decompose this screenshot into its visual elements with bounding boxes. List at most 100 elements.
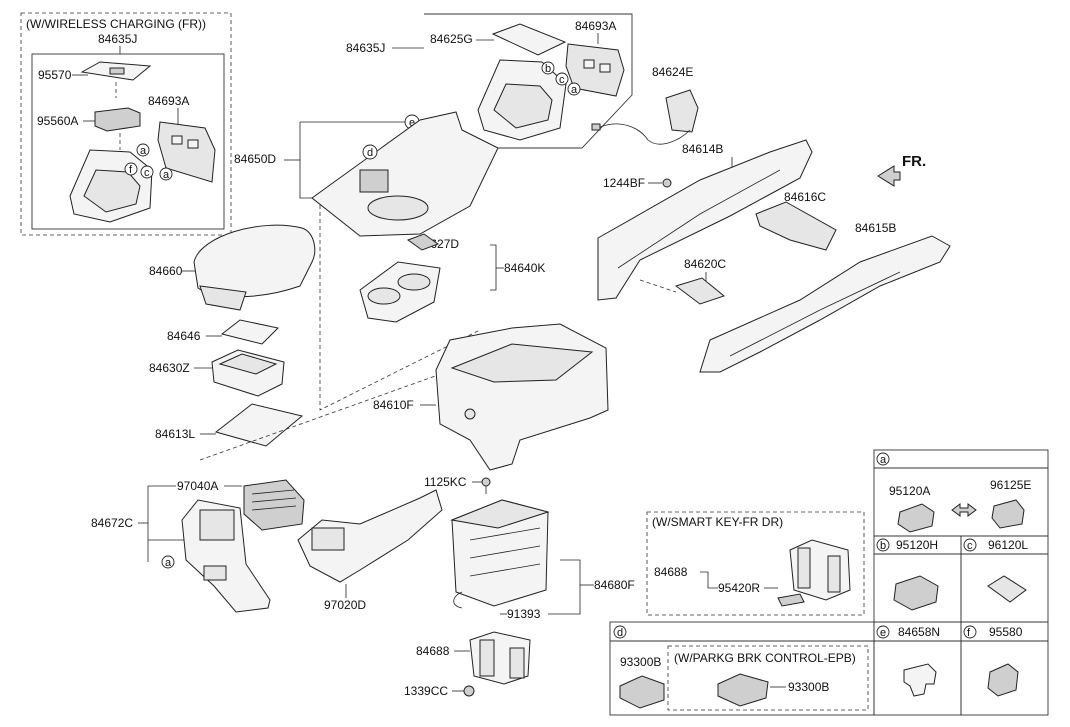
label-95120A: 95120A [889, 484, 930, 498]
label-96125E: 96125E [990, 478, 1031, 492]
armrest-guide-2 [199, 359, 481, 461]
part-97020D-duct [297, 489, 443, 583]
interchange-arrow-icon [951, 503, 977, 517]
cupholder-left [367, 287, 401, 305]
bubble-d-1-label: d [367, 147, 373, 159]
bubble-e-table [876, 625, 890, 639]
bubble-c-2-label: c [559, 74, 565, 86]
label-95560A: 95560A [37, 114, 78, 128]
bubble-f-table [963, 625, 977, 639]
bracket-lower-leg-1 [479, 639, 495, 677]
front-arrow-icon [877, 165, 901, 187]
pad-logo [109, 67, 125, 75]
side-panel-rib [617, 169, 781, 269]
housing-tray [83, 169, 141, 213]
label-95580: 95580 [989, 625, 1023, 639]
part-95120H-socket [893, 575, 939, 611]
bubble-a-3 [567, 82, 581, 96]
vent-louver-1 [251, 489, 295, 495]
label-97020D: 97020D [324, 598, 366, 612]
console-body-top [450, 343, 594, 383]
smart-key-group-border [646, 511, 865, 616]
bubble-a-4 [161, 555, 175, 569]
parking-brake-group-title: (W/PARKG BRK CONTROL-EPB) [674, 651, 856, 665]
harness-plug [591, 123, 601, 131]
part-95560A-module [94, 107, 141, 132]
label-95420R: 95420R [718, 581, 760, 595]
part-84625G-pad [491, 23, 567, 56]
label-84620C: 84620C [684, 257, 726, 271]
label-84693A-wireless: 84693A [148, 94, 189, 108]
smartkey-bracket-leg-2 [827, 555, 841, 593]
part-96120L-switch [987, 575, 1027, 603]
armrest-hinge [199, 285, 247, 311]
part-97040A-vent [243, 479, 305, 531]
leader-84688-smartkey [700, 571, 718, 589]
top-bracket-slot-2 [599, 63, 611, 73]
bubble-f-table-label: f [967, 627, 971, 639]
duct-outlet [311, 527, 345, 551]
part-84615B-side-panel [699, 235, 951, 373]
label-84625G: 84625G [430, 32, 473, 46]
bubble-b-table [876, 538, 890, 552]
bubble-a-2-label: a [163, 169, 170, 181]
part-84614B-side-panel [597, 139, 813, 301]
top-group-border [424, 13, 633, 149]
label-84672C: 84672C [91, 516, 133, 530]
bubble-c-1-label: c [144, 167, 150, 179]
part-84627D-insert [406, 233, 440, 251]
cupholder-right [397, 273, 431, 291]
part-96125E-port [991, 499, 1025, 529]
label-1125KC: 1125KC [424, 475, 467, 489]
label-84615B: 84615B [855, 221, 896, 235]
smartkey-bracket-leg-1 [797, 547, 811, 589]
bubble-a-2 [159, 167, 173, 181]
box-top [450, 499, 550, 529]
console-body-hole [464, 408, 476, 420]
bracket-slot-1 [171, 135, 183, 145]
wireless-charging-group-border [20, 12, 232, 236]
label-95120H: 95120H [896, 538, 938, 552]
part-84620C-plate [674, 277, 726, 305]
label-1339CC: 1339CC [404, 684, 448, 698]
label-84680F: 84680F [594, 578, 635, 592]
part-84693A-bracket-top [565, 43, 625, 97]
bubble-d-table-label: d [617, 627, 623, 639]
label-84624E: 84624E [652, 65, 693, 79]
label-95570: 95570 [38, 68, 72, 82]
bubble-f-1-label: f [129, 164, 133, 176]
label-93300B-left: 93300B [620, 655, 661, 669]
bubble-b-1 [541, 61, 555, 75]
bubble-a-4-label: a [165, 557, 172, 569]
part-1339CC-nut [463, 685, 475, 697]
label-84630Z: 84630Z [149, 361, 190, 375]
leader-84640K-bracket [490, 244, 497, 291]
bubble-a-1-label: a [140, 145, 147, 157]
part-84624E-connector [665, 89, 699, 133]
label-84688-smartkey: 84688 [654, 565, 688, 579]
parking-brake-group-border [667, 645, 869, 711]
table-cell-f [960, 621, 1049, 716]
vent-louver-2 [251, 497, 297, 503]
plate-guide [639, 279, 677, 293]
bubble-c-table-label: c [967, 540, 973, 552]
part-1244BF-screw [662, 178, 672, 188]
label-84640K: 84640K [504, 261, 545, 275]
bubble-e-table-label: e [880, 627, 886, 639]
part-95120A-socket [897, 503, 935, 533]
leader-84680F-bracket [548, 559, 581, 615]
part-84616C-bracket [755, 201, 837, 251]
front-orientation-label: FR. [902, 153, 926, 170]
label-84658N: 84658N [898, 625, 940, 639]
bubble-b-table-label: b [880, 540, 886, 552]
bubble-b-1-label: b [545, 63, 551, 75]
label-84613L: 84613L [155, 427, 195, 441]
label-1244BF: 1244BF [603, 176, 645, 190]
right-panel-rib [729, 271, 901, 357]
box-wire [453, 591, 463, 609]
bubble-e-1-label: e [409, 117, 415, 129]
bubble-d-1 [362, 144, 378, 160]
top-housing-tray [493, 83, 553, 129]
bubble-a-table-label: a [880, 454, 887, 466]
